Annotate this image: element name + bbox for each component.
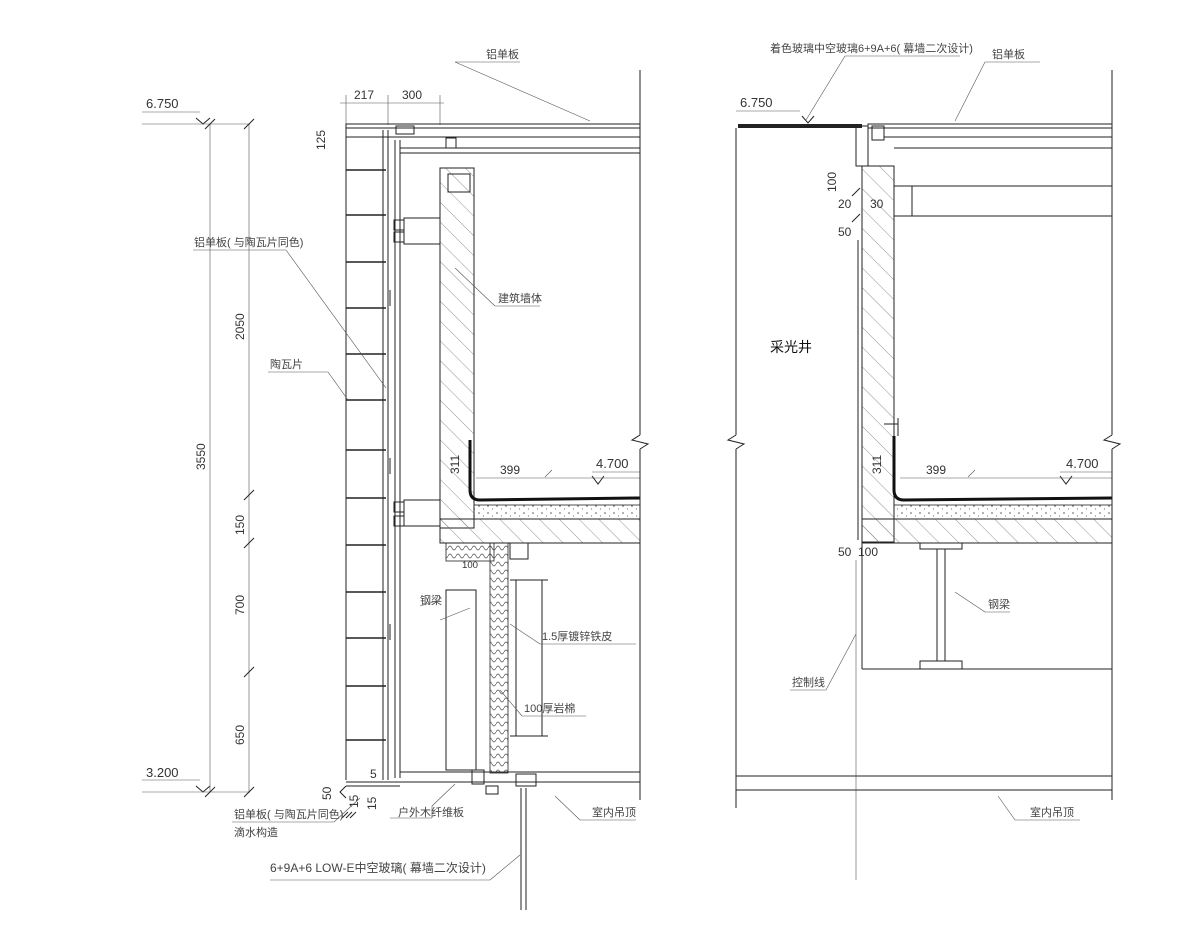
- right-detail: 采光井 6.750 着色玻璃中空玻璃6+9A+6( 幕墙二次设计) 铝单板: [726, 41, 1122, 880]
- canopy-glass: [738, 124, 862, 128]
- dim-650: 650: [233, 725, 247, 745]
- ceiling-right: 室内吊顶: [736, 775, 1112, 821]
- lightwell-boundary: 采光井: [726, 128, 812, 808]
- elevation-slab-right: 4.700: [1066, 456, 1099, 471]
- dim-399-right: 399: [926, 463, 946, 477]
- dim-5: 5: [370, 767, 377, 781]
- label-aluminum-tile-color: 铝单板( 与陶瓦片同色): [194, 235, 303, 249]
- label-aluminum-panel: 铝单板: [486, 47, 519, 61]
- dim-311: 311: [448, 455, 462, 474]
- elevation-marker-top-left: 6.750: [142, 96, 250, 125]
- label-ceiling-right: 室内吊顶: [1030, 805, 1074, 819]
- dim-2050: 2050: [233, 313, 247, 340]
- label-glass: 6+9A+6 LOW-E中空玻璃( 幕墙二次设计): [270, 860, 486, 875]
- dim-50b: 50: [838, 545, 852, 559]
- break-line-right-detail: [1102, 70, 1122, 800]
- soffit-assembly: 钢梁 1.5厚镀锌铁皮 100厚岩棉 100: [419, 542, 636, 774]
- label-rock-wool: 100厚岩棉: [524, 701, 575, 715]
- label-lightwell: 采光井: [770, 339, 812, 355]
- dim-399: 399: [500, 463, 520, 477]
- dim-100-right: 100: [825, 172, 839, 192]
- label-aluminum-panel-right: 铝单板: [992, 47, 1025, 61]
- dim-30: 30: [870, 197, 884, 211]
- dim-total: 3550: [194, 443, 208, 470]
- dim-20: 20: [838, 197, 852, 211]
- elevation-marker-top-right: 6.750: [736, 95, 815, 124]
- bottom-soffit: 50 5 15 15 铝单板( 与陶瓦片同色) 滴水构造 户外木纤维板 室内吊顶: [232, 767, 640, 839]
- label-steel-beam-right: 钢梁: [988, 597, 1010, 611]
- elevation-slab: 4.700: [596, 456, 629, 471]
- dim-100b: 100: [858, 545, 878, 559]
- dim-150: 150: [233, 515, 247, 535]
- top-dimensions: 217 300 125: [314, 88, 444, 150]
- building-wall: 建筑墙体: [439, 167, 542, 529]
- top-aluminum-panel-right: 铝单板: [867, 47, 1113, 149]
- dim-15: 15: [365, 796, 379, 810]
- dim-300: 300: [402, 88, 422, 102]
- top-beam: [893, 185, 1112, 217]
- label-building-wall: 建筑墙体: [498, 291, 542, 305]
- label-wood-fiber: 户外木纤维板: [398, 805, 464, 819]
- elevation-marker-bottom-left: 3.200: [142, 765, 250, 793]
- dim-700: 700: [233, 595, 247, 615]
- dim-50: 50: [320, 786, 334, 800]
- top-aluminum-panel: 铝单板: [345, 47, 641, 138]
- label-galvanized-sheet: 1.5厚镀锌铁皮: [542, 629, 612, 643]
- building-wall-right: 100 20 30 50: [825, 165, 895, 543]
- control-line: 控制线: [790, 560, 857, 880]
- left-detail: 6.750 3.200 3550 2050 150 700 650: [142, 47, 650, 910]
- label-steel-beam: 钢梁: [420, 593, 442, 607]
- roof-slab: 311 399 4.700: [439, 440, 641, 544]
- label-control-line: 控制线: [792, 675, 825, 689]
- ceramic-tile-louvers: 铝单板( 与陶瓦片同色) 陶瓦片: [193, 128, 389, 780]
- label-tinted-glass: 着色玻璃中空玻璃6+9A+6( 幕墙二次设计): [770, 41, 973, 55]
- dim-125: 125: [314, 130, 328, 150]
- elevation-label: 3.200: [146, 765, 179, 780]
- glass-canopy: 着色玻璃中空玻璃6+9A+6( 幕墙二次设计): [738, 41, 973, 167]
- dim-50-right: 50: [838, 225, 852, 239]
- dim-311-right: 311: [870, 455, 884, 474]
- steel-beam-right: 钢梁: [861, 542, 1112, 670]
- label-ceramic-tile: 陶瓦片: [270, 357, 303, 371]
- label-ceiling: 室内吊顶: [592, 805, 636, 819]
- dim-217: 217: [354, 88, 374, 102]
- break-line-left-detail: [630, 70, 650, 800]
- vertical-dimension-chains: 3550 2050 150 700 650: [194, 118, 255, 798]
- elevation-label: 6.750: [740, 95, 773, 110]
- dim-15b: 15: [347, 794, 361, 808]
- dim-100: 100: [462, 560, 478, 571]
- label-drip: 滴水构造: [234, 825, 278, 839]
- roof-slab-right: 311 399 4.700 50 100: [838, 418, 1113, 559]
- label-bottom-panel: 铝单板( 与陶瓦片同色): [234, 807, 343, 821]
- elevation-label: 6.750: [146, 96, 179, 111]
- glass-pane: 6+9A+6 LOW-E中空玻璃( 幕墙二次设计): [270, 788, 527, 910]
